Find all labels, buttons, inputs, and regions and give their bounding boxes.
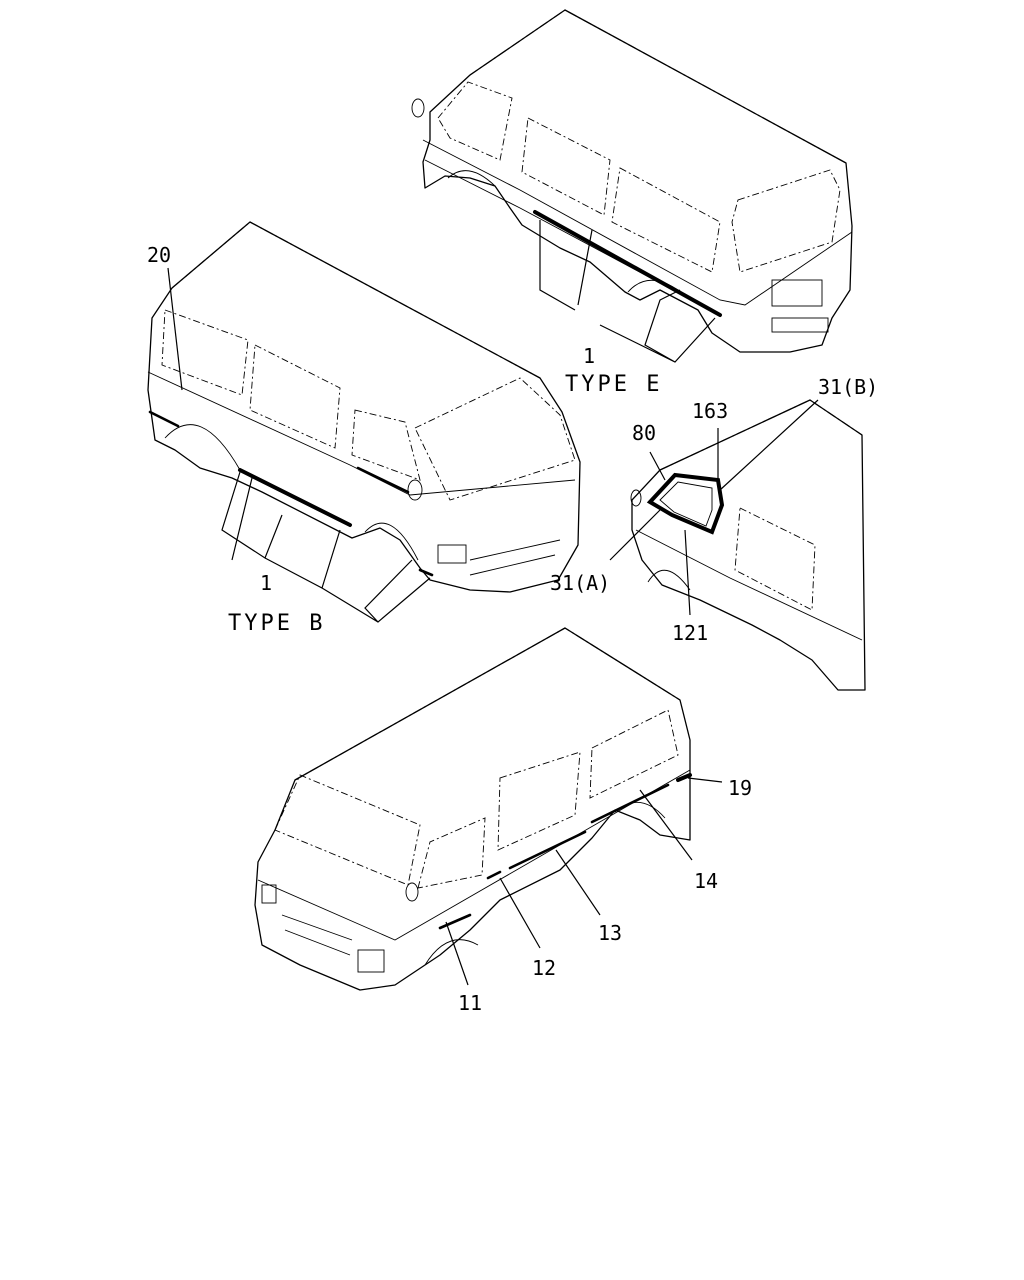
van-front-headlight	[437, 544, 467, 564]
molding-type-b-side	[238, 468, 352, 527]
van-front-body	[147, 221, 581, 593]
van-front-grille	[469, 539, 561, 576]
callout-31b: 31(B)	[818, 375, 878, 399]
callout-20-leader	[167, 267, 183, 391]
van-lower-headlight	[357, 949, 385, 973]
molding-type-b-front	[356, 466, 410, 494]
van-lower-mirror	[405, 882, 419, 902]
van-front-wheel-arch	[364, 522, 419, 561]
van-lower-headlight-left	[261, 884, 277, 904]
van-front-roof-line	[171, 221, 541, 379]
van-lower-beltline	[257, 769, 691, 941]
van-front-window-door	[351, 409, 421, 481]
van-rear-wheel-arch-front	[447, 170, 496, 187]
van-lower-roof-line	[294, 627, 681, 781]
van-detail-roof-line	[659, 399, 863, 471]
van-detail-wheel-arch	[647, 569, 691, 591]
callout-19: 19	[728, 776, 752, 800]
callout-31a: 31(A)	[550, 571, 610, 595]
van-rear-window-side-1	[521, 117, 611, 216]
callout-1-type-e: 1	[583, 344, 595, 368]
van-lower-window-door	[417, 817, 486, 889]
van-rear-window-front	[437, 81, 513, 161]
van-front-mirror	[407, 479, 423, 501]
callout-1-type-b: 1	[260, 571, 272, 595]
quarter-glass	[659, 481, 713, 527]
van-rear-step	[771, 317, 829, 333]
molding-19	[676, 773, 692, 782]
callout-14: 14	[694, 869, 718, 893]
molding-type-b-corner	[418, 568, 434, 577]
van-rear-beltline	[422, 139, 853, 306]
callout-20: 20	[147, 243, 171, 267]
callout-163: 163	[692, 399, 728, 423]
van-lower-wheel-arch-front	[424, 939, 479, 966]
van-rear-view-type-e	[411, 9, 853, 363]
van-rear-window-back	[731, 169, 841, 273]
glass-detail-leader-lines	[609, 399, 819, 616]
van-rear-body	[422, 9, 853, 353]
van-front-lower-view	[254, 627, 723, 991]
label-type-e: TYPE E	[565, 372, 662, 397]
callout-13: 13	[598, 921, 622, 945]
lower-leader-lines	[445, 777, 723, 986]
van-lower-grille	[281, 914, 353, 956]
molding-13	[508, 830, 587, 870]
type-b-leader-lines	[221, 471, 431, 623]
callout-80: 80	[632, 421, 656, 445]
quarter-glass-seal	[646, 472, 725, 535]
molding-type-e	[533, 210, 722, 317]
van-front-rear-arch	[164, 424, 241, 471]
van-front-view-type-b	[147, 221, 581, 623]
van-rear-window-side-2	[611, 167, 721, 273]
molding-12	[486, 870, 502, 880]
van-lower-window-mid	[497, 751, 581, 851]
label-type-b: TYPE B	[228, 611, 325, 636]
callout-121: 121	[672, 621, 708, 645]
van-detail-beltline	[635, 529, 863, 641]
callout-12: 12	[532, 956, 556, 980]
van-detail-window-side	[734, 507, 816, 611]
van-glass-detail	[609, 399, 866, 691]
van-rear-roof-line	[469, 9, 847, 164]
van-rear-mirror	[411, 98, 425, 118]
molding-11	[438, 913, 472, 930]
callout-labels: 20 1 TYPE E 1 TYPE B 31(B) 163 80 31(A) …	[147, 243, 878, 1015]
molding-14	[590, 783, 670, 824]
van-lower-windshield	[274, 774, 421, 886]
van-detail-body	[631, 399, 866, 691]
type-e-leader-lines	[539, 220, 716, 363]
van-lower-body	[254, 627, 691, 991]
molding-type-b-rear	[148, 410, 180, 428]
callout-11: 11	[458, 991, 482, 1015]
van-rear-plate	[771, 279, 823, 307]
van-front-window-mid	[249, 344, 341, 449]
van-front-windshield	[414, 377, 576, 501]
van-detail-mirror	[630, 489, 642, 507]
van-lower-window-rear	[589, 709, 679, 799]
